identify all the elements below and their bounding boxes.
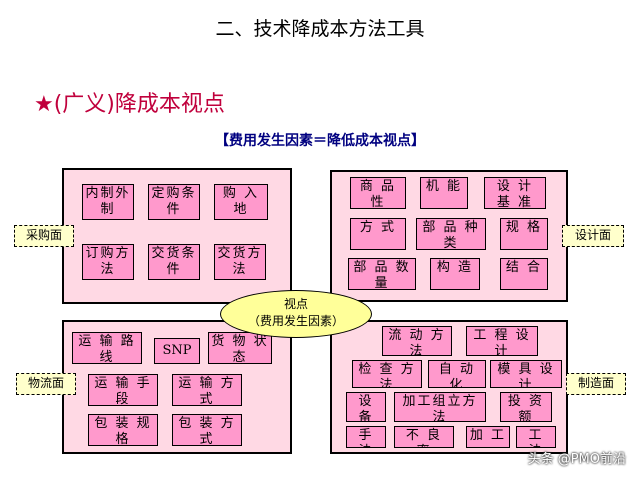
manufacturing-item: 加 工 [466, 426, 510, 448]
design-item: 规 格 [500, 218, 548, 250]
design-item: 商 品 性 [350, 177, 406, 209]
manufacturing-item: 加工组立方法 [394, 392, 486, 422]
center-line-2: （费用发生因素） [247, 314, 344, 328]
formula-heading: 【费用发生因素＝降低成本视点】 [215, 133, 425, 149]
logistics-item: 运 输 路 线 [72, 332, 142, 364]
logistics-item: 货 物 状 态 [208, 332, 272, 364]
purchase-item: 交货条件 [148, 244, 200, 280]
design-item: 结 合 [500, 258, 548, 290]
design-item: 部 品 数 量 [348, 258, 416, 290]
design-item: 机 能 [420, 177, 468, 209]
watermark: 头条 @PMO前沿 [527, 452, 626, 467]
purchase-item: 内制外制 [82, 184, 134, 220]
section-title: ★(广义)降成本视点 [34, 92, 225, 117]
manufacturing-item: 工 程 设 计 [466, 326, 538, 356]
purchase-item: 交货方法 [214, 244, 266, 280]
logistics-item: 运 输 方 式 [172, 374, 242, 406]
logistics-item: 包 装 方 式 [172, 414, 242, 446]
design-item: 部 品 种 类 [416, 218, 486, 250]
manufacturing-item: 设 备 [346, 392, 386, 422]
tag-logistics: 物流面 [16, 373, 76, 395]
purchase-item: 定购条件 [148, 184, 200, 220]
tag-design: 设计面 [562, 225, 624, 247]
center-viewpoint-ellipse: 视点 （费用发生因素） [220, 290, 372, 338]
tag-manufacturing: 制造面 [566, 373, 626, 395]
purchase-item: 购 入 地 [214, 184, 268, 220]
logistics-item: 包 装 规 格 [88, 414, 158, 446]
tag-purchase: 采购面 [14, 225, 74, 247]
purchase-item: 订购方法 [82, 244, 134, 280]
design-item: 设 计 基 准 [484, 177, 546, 209]
manufacturing-item: 手 法 [346, 426, 386, 448]
design-item: 方 式 [350, 218, 406, 250]
page-title: 二、技术降成本方法工具 [215, 18, 425, 40]
manufacturing-item: 投 资 额 [500, 392, 552, 422]
manufacturing-item: 模 具 设 计 [490, 360, 562, 388]
design-item: 构 造 [430, 258, 480, 290]
manufacturing-item: 不 良 率 [394, 426, 454, 448]
manufacturing-item: 自 动 化 [428, 360, 486, 388]
logistics-item: 运 输 手 段 [88, 374, 158, 406]
manufacturing-item: 检 查 方 法 [352, 360, 422, 388]
manufacturing-item: 工 法 [516, 426, 556, 448]
manufacturing-item: 流 动 方 法 [382, 326, 452, 356]
center-line-1: 视点 [283, 297, 308, 311]
logistics-item: SNP [154, 338, 200, 364]
